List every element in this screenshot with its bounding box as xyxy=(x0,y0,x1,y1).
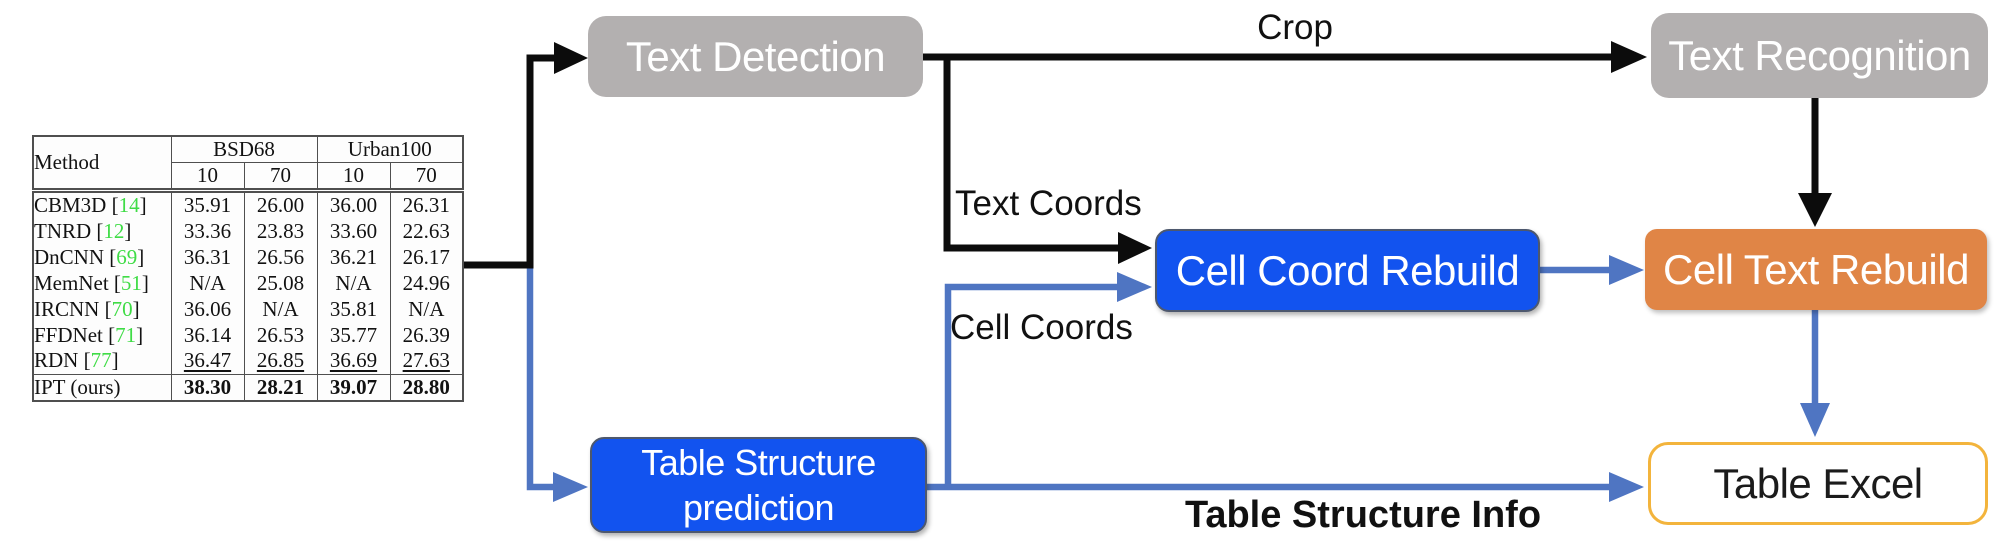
value-cell: N/A xyxy=(389,296,464,322)
results-table-header: Method BSD68 Urban100 10 70 10 70 xyxy=(33,136,464,191)
value-cell: 27.63 xyxy=(389,348,464,374)
value-cell: 36.14 xyxy=(170,322,244,348)
value-cell: 26.00 xyxy=(243,190,318,218)
col-subheader: 70 xyxy=(243,162,318,191)
value-cell: 36.47 xyxy=(170,348,244,374)
connector-cell-coords xyxy=(944,283,1118,490)
connector-branch-to-table-structure xyxy=(526,263,556,491)
value-cell: 26.53 xyxy=(243,322,318,348)
value-cell: 38.30 xyxy=(170,374,244,401)
value-cell: 33.36 xyxy=(170,218,244,244)
method-cell: IPT (ours) xyxy=(34,374,121,399)
value-cell: 26.56 xyxy=(243,244,318,270)
blue-connectors xyxy=(526,263,1819,491)
citation-number: 77 xyxy=(90,348,112,373)
citation-number: 51 xyxy=(120,270,142,295)
value-cell: N/A xyxy=(170,270,244,296)
black-connectors xyxy=(463,53,1819,269)
col-subheader: 10 xyxy=(170,162,244,191)
table-structure-line2: prediction xyxy=(682,487,835,528)
text-detection-box: Text Detection xyxy=(588,16,923,97)
citation-number: 12 xyxy=(103,218,125,243)
table-excel-box: Table Excel xyxy=(1648,442,1988,525)
value-cell: 25.08 xyxy=(243,270,318,296)
value-cell: 33.60 xyxy=(316,218,391,244)
table-structure-line1: Table Structure xyxy=(641,442,876,483)
black-arrowheads xyxy=(554,41,1832,264)
method-cell: DnCNN [69] xyxy=(34,244,145,269)
method-cell: FFDNet [71] xyxy=(34,322,144,347)
citation-number: 70 xyxy=(111,296,133,321)
method-cell: MemNet [51] xyxy=(34,270,149,295)
blue-arrowheads xyxy=(553,255,1830,502)
arrowhead-into-table-structure xyxy=(553,472,588,502)
method-cell: TNRD [12] xyxy=(34,218,132,243)
value-cell: N/A xyxy=(243,296,318,322)
arrowhead-cell-coords xyxy=(1117,272,1152,302)
arrowhead-into-table-excel-left xyxy=(1609,472,1644,502)
arrowhead-into-text-recognition xyxy=(1611,41,1647,73)
value-cell: 36.21 xyxy=(316,244,391,270)
method-cell: IRCNN [70] xyxy=(34,296,140,321)
value-cell: 28.80 xyxy=(389,374,464,401)
arrowhead-into-table-excel-top xyxy=(1800,403,1830,437)
cell-text-rebuild-box: Cell Text Rebuild xyxy=(1645,229,1987,310)
value-cell: 26.17 xyxy=(389,244,464,270)
value-cell: 36.06 xyxy=(170,296,244,322)
value-cell: 26.85 xyxy=(243,348,318,374)
method-cell: CBM3D [14] xyxy=(34,193,147,217)
connector-text-coords xyxy=(943,53,1118,252)
table-structure-prediction-box: Table Structure prediction xyxy=(590,437,927,533)
crop-edge-label: Crop xyxy=(1257,8,1333,47)
input-table-image: Method BSD68 Urban100 10 70 10 70 CBM3D … xyxy=(32,135,465,402)
value-cell: 35.81 xyxy=(316,296,391,322)
value-cell: 28.21 xyxy=(243,374,318,401)
text-recognition-box: Text Recognition xyxy=(1651,13,1988,98)
value-cell: 35.91 xyxy=(170,190,244,218)
arrowhead-into-cell-text xyxy=(1609,255,1644,285)
method-cell: RDN [77] xyxy=(34,348,119,373)
results-table: Method BSD68 Urban100 10 70 10 70 CBM3D … xyxy=(32,135,465,402)
value-cell: 26.39 xyxy=(389,322,464,348)
value-cell: 36.00 xyxy=(316,190,391,218)
arrowhead-text-coords xyxy=(1118,232,1152,264)
value-cell: 24.96 xyxy=(389,270,464,296)
citation-number: 69 xyxy=(116,244,138,269)
arrowhead-into-text-detection xyxy=(554,42,588,74)
value-cell: 36.69 xyxy=(316,348,391,374)
value-cell: N/A xyxy=(316,270,391,296)
citation-number: 14 xyxy=(118,193,140,217)
col-subheader: 70 xyxy=(389,162,464,191)
text-coords-edge-label: Text Coords xyxy=(955,184,1142,223)
col-subheader: 10 xyxy=(316,162,391,191)
value-cell: 22.63 xyxy=(389,218,464,244)
cell-coords-edge-label: Cell Coords xyxy=(950,308,1133,347)
col-header-method: Method xyxy=(34,150,100,174)
value-cell: 26.31 xyxy=(389,190,464,218)
value-cell: 39.07 xyxy=(316,374,391,401)
value-cell: 35.77 xyxy=(316,322,391,348)
cell-coord-rebuild-box: Cell Coord Rebuild xyxy=(1155,229,1540,312)
table-structure-info-edge-label: Table Structure Info xyxy=(1184,494,1542,536)
arrowhead-into-cell-text-top xyxy=(1798,193,1832,227)
citation-number: 71 xyxy=(115,322,137,347)
col-group-urban100: Urban100 xyxy=(316,136,464,163)
value-cell: 23.83 xyxy=(243,218,318,244)
col-group-bsd68: BSD68 xyxy=(170,136,318,163)
value-cell: 36.31 xyxy=(170,244,244,270)
connector-branch-to-text-detection xyxy=(526,54,558,269)
